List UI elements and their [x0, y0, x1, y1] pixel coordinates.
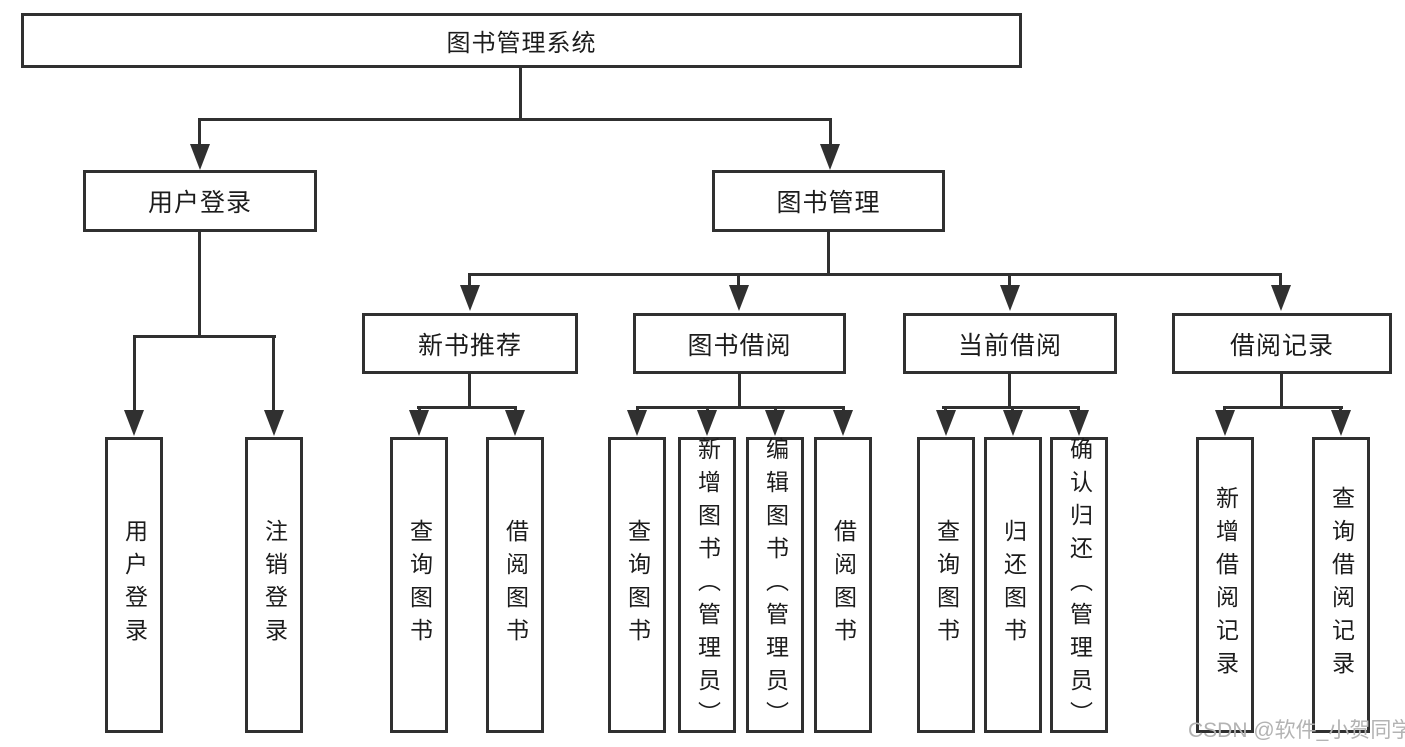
node-records: 借阅记录: [1172, 313, 1392, 374]
node-records-label: 借阅记录: [1229, 331, 1334, 360]
node-book-mgmt-label: 图书管理: [776, 189, 881, 217]
leaf-label: 借阅图书: [830, 519, 857, 651]
edge-new-books-bar: [417, 406, 516, 409]
arrowhead-icon: [765, 410, 785, 436]
node-leaf-edit-books-admin: 编辑图书（管理员）: [746, 436, 804, 734]
leaf-label: 查询借阅记录: [1328, 486, 1355, 684]
node-leaf-borrow-books: 借阅图书: [814, 437, 872, 733]
arrowhead-icon: [1003, 410, 1023, 436]
leaf-label: 注销登录: [261, 519, 288, 651]
edge-drop-leaf: [1339, 406, 1342, 412]
node-leaf-query-books: 查询图书: [917, 437, 975, 733]
arrowhead-icon: [1331, 410, 1351, 436]
arrowhead-icon: [505, 410, 525, 436]
node-leaf-user-login: 用户登录: [105, 437, 163, 733]
node-book-mgmt: 图书管理: [712, 170, 945, 232]
arrowhead-icon: [190, 144, 210, 170]
edge-records-bar: [1224, 406, 1343, 409]
edge-drop-records: [1279, 273, 1282, 285]
node-current: 当前借阅: [903, 313, 1117, 374]
edge-drop-user-login: [198, 118, 201, 146]
edge-root-stem: [519, 68, 522, 118]
node-user-login-label: 用户登录: [147, 189, 252, 217]
arrowhead-icon: [936, 410, 956, 436]
arrowhead-icon: [1271, 285, 1291, 311]
edge-drop-leaf: [1077, 406, 1080, 412]
arrowhead-icon: [627, 410, 647, 436]
edge-drop-leaf: [944, 406, 947, 412]
leaf-label: 新增借阅记录: [1212, 486, 1239, 684]
node-current-label: 当前借阅: [957, 331, 1062, 360]
csdn-watermark: CSDN @软件_小贺同学: [1188, 719, 1405, 742]
edge-book-mgmt-stem: [827, 232, 830, 273]
node-leaf-borrow-books: 借阅图书: [486, 437, 544, 733]
edge-drop-leaf: [636, 406, 639, 412]
edge-drop-leaf: [272, 335, 275, 410]
edge-book-mgmt-bar: [468, 273, 1282, 276]
node-borrow-label: 图书借阅: [687, 331, 792, 360]
arrowhead-icon: [833, 410, 853, 436]
edge-drop-leaf: [514, 406, 517, 412]
arrowhead-icon: [729, 285, 749, 311]
arrowhead-icon: [409, 410, 429, 436]
arrowhead-icon: [697, 410, 717, 436]
edge-drop-leaf: [774, 406, 777, 412]
leaf-label: 新增图书（管理员）: [694, 436, 721, 734]
node-new-books: 新书推荐: [362, 313, 578, 374]
node-leaf-query-borrow-record: 查询借阅记录: [1312, 437, 1370, 733]
edge-drop-new-books: [468, 273, 471, 285]
edge-current-stem: [1008, 374, 1011, 406]
arrowhead-icon: [460, 285, 480, 311]
leaf-label: 借阅图书: [502, 519, 529, 651]
leaf-label: 查询图书: [406, 519, 433, 651]
edge-records-stem: [1280, 374, 1283, 406]
edge-root-bar: [198, 118, 832, 121]
leaf-label: 编辑图书（管理员）: [762, 436, 789, 734]
edge-new-books-stem: [468, 374, 471, 406]
arrowhead-icon: [1069, 410, 1089, 436]
leaf-label: 查询图书: [624, 519, 651, 651]
arrowhead-icon: [264, 410, 284, 436]
edge-drop-leaf: [842, 406, 845, 412]
node-leaf-logout: 注销登录: [245, 437, 303, 733]
leaf-label: 确认归还（管理员）: [1066, 436, 1093, 734]
edge-drop-book-mgmt: [829, 118, 832, 146]
node-borrow: 图书借阅: [633, 313, 846, 374]
node-leaf-add-borrow-record: 新增借阅记录: [1196, 437, 1254, 733]
edge-user-login-bar: [133, 335, 276, 338]
edge-drop-leaf: [1223, 406, 1226, 412]
node-new-books-label: 新书推荐: [417, 331, 522, 360]
node-leaf-query-books: 查询图书: [608, 437, 666, 733]
node-leaf-return-books: 归还图书: [984, 437, 1042, 733]
leaf-label: 用户登录: [121, 519, 148, 651]
node-user-login: 用户登录: [83, 170, 317, 232]
edge-drop-leaf: [133, 335, 136, 410]
arrowhead-icon: [1000, 285, 1020, 311]
node-leaf-confirm-return-admin: 确认归还（管理员）: [1050, 436, 1108, 734]
edge-drop-leaf: [418, 406, 421, 412]
edge-borrow-bar: [636, 406, 845, 409]
leaf-label: 查询图书: [933, 519, 960, 651]
edge-borrow-stem: [738, 374, 741, 406]
node-root: 图书管理系统: [21, 13, 1022, 68]
edge-drop-current: [1008, 273, 1011, 285]
arrowhead-icon: [124, 410, 144, 436]
node-leaf-query-books: 查询图书: [390, 437, 448, 733]
arrowhead-icon: [820, 144, 840, 170]
node-root-label: 图书管理系统: [446, 30, 597, 57]
node-leaf-add-books-admin: 新增图书（管理员）: [678, 436, 736, 734]
edge-drop-borrow: [737, 273, 740, 285]
edge-user-login-stem: [198, 232, 201, 335]
edge-drop-leaf: [1011, 406, 1014, 412]
arrowhead-icon: [1215, 410, 1235, 436]
edge-drop-leaf: [706, 406, 709, 412]
leaf-label: 归还图书: [1000, 519, 1027, 651]
